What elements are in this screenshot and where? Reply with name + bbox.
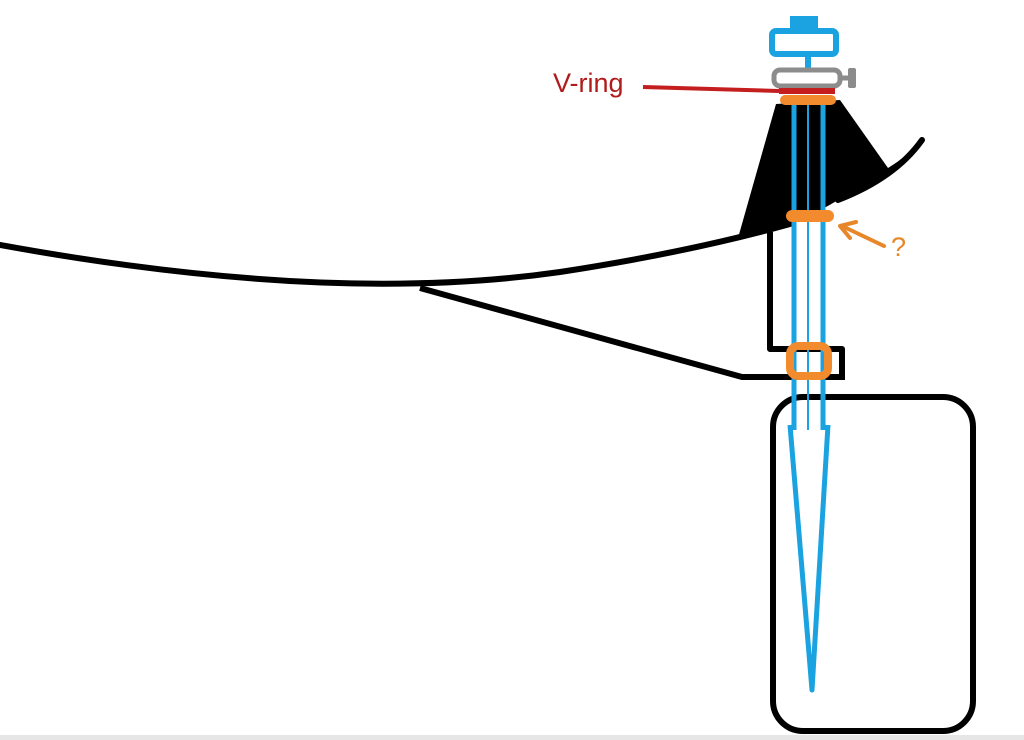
v-ring-band (779, 88, 835, 94)
v-ring-leader (642, 85, 780, 93)
orange-ring-middle (786, 210, 834, 222)
orange-ring-lower (786, 342, 832, 380)
black-fin (738, 100, 922, 238)
question-label: ? (891, 232, 906, 262)
curved-line (0, 221, 793, 287)
grey-clamp (771, 67, 843, 89)
bottom-strip (0, 735, 1024, 740)
v-ring-label: V-ring (553, 68, 624, 98)
diagonal-line (419, 285, 845, 380)
fin-edge (835, 137, 925, 203)
clamp-knob (848, 68, 856, 88)
orange-ring-top (780, 95, 836, 105)
rod-cap-top (790, 16, 818, 30)
rod-spike (787, 424, 831, 693)
rod-cap (769, 28, 839, 57)
bottom-box (770, 394, 976, 734)
question-arrow-shaft (840, 224, 886, 248)
question-arrow-head (838, 220, 858, 240)
